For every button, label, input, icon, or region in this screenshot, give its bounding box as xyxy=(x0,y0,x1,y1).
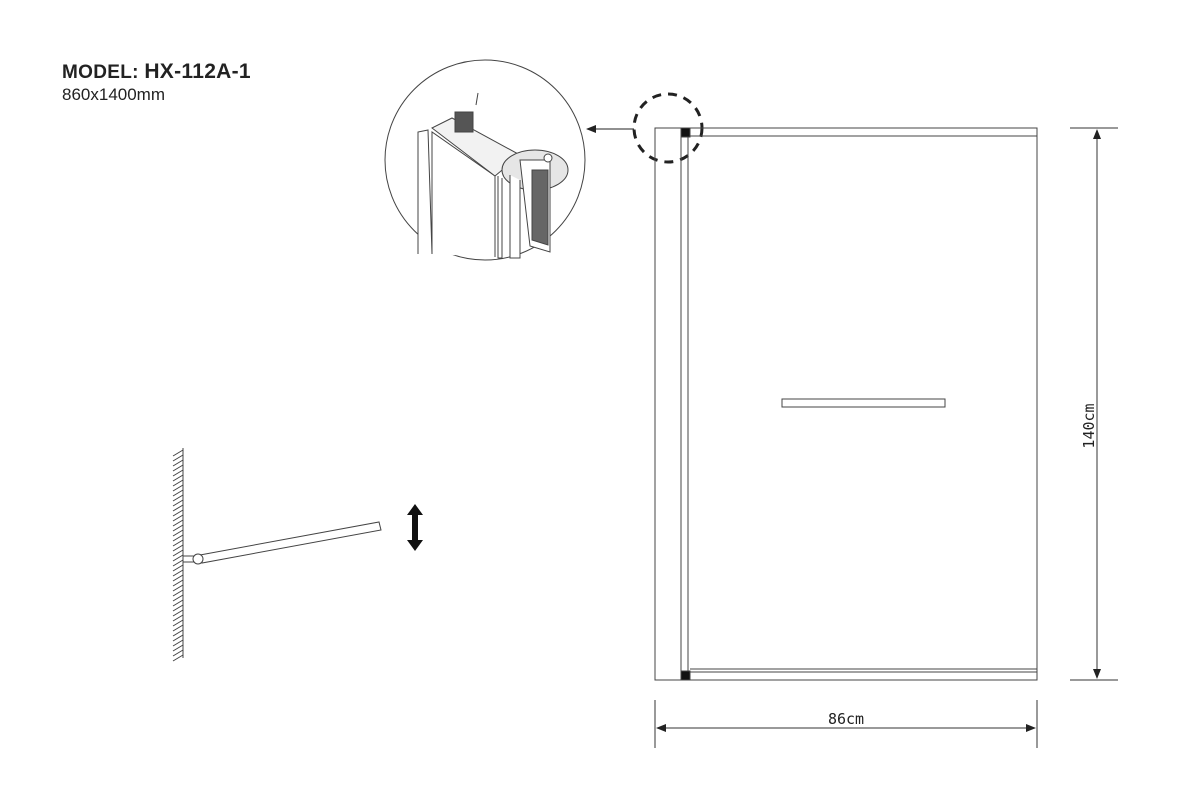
width-label: 86cm xyxy=(828,710,864,728)
wall-hatch-line xyxy=(172,534,184,542)
wall-hatch-line xyxy=(172,579,184,587)
wall-hatch-line xyxy=(172,629,184,637)
wall-hatch-line xyxy=(172,639,184,647)
wall-hatch-line xyxy=(172,459,184,467)
wall-hatch-line xyxy=(172,559,184,567)
wall-hatch-line xyxy=(172,524,184,532)
width-dimension xyxy=(654,700,1038,748)
wall-hatch-line xyxy=(172,619,184,627)
wall-hatch-line xyxy=(172,504,184,512)
wall-hatch-line xyxy=(172,514,184,522)
wall-hatch-line xyxy=(172,599,184,607)
panel-front-elevation xyxy=(654,127,1038,681)
height-dimension xyxy=(1070,127,1118,681)
wall-hatch-line xyxy=(172,484,184,492)
wall-hatch-line xyxy=(172,564,184,572)
model-line: MODEL: HX-112A-1 xyxy=(62,60,251,84)
height-label: 140cm xyxy=(1080,403,1098,448)
wall-hatch-line xyxy=(172,519,184,527)
wall-hatch-line xyxy=(172,539,184,547)
wall-hatch-line xyxy=(172,479,184,487)
swing-double-arrow-icon xyxy=(407,504,423,551)
wall-hatch-line xyxy=(172,464,184,472)
wall-hatch-line xyxy=(172,634,184,642)
wall-hatch-line xyxy=(172,529,184,537)
door-plan-view xyxy=(183,521,382,565)
wall-hatch-line xyxy=(172,649,184,657)
wall-hatch-line xyxy=(172,499,184,507)
wall-hatch-line xyxy=(172,584,184,592)
profile-detail-view xyxy=(384,59,586,261)
wall-section xyxy=(172,448,184,662)
wall-hatch-line xyxy=(172,609,184,617)
wall-hatch-line xyxy=(172,469,184,477)
wall-hatch-line xyxy=(172,569,184,577)
wall-hatch-line xyxy=(172,589,184,597)
wall-hatch-line xyxy=(172,624,184,632)
wall-hatch-line xyxy=(172,554,184,562)
wall-hatch-line xyxy=(172,654,184,662)
wall-hatch-line xyxy=(172,604,184,612)
wall-hatch-line xyxy=(172,474,184,482)
wall-hatch-line xyxy=(172,614,184,622)
model-code: HX-112A-1 xyxy=(144,60,251,83)
handle-bar xyxy=(781,398,946,408)
wall-hatch-line xyxy=(172,454,184,462)
wall-hatch-line xyxy=(172,574,184,582)
wall-hatch-line xyxy=(172,594,184,602)
wall-hatch-line xyxy=(172,494,184,502)
title-block: MODEL: HX-112A-1 860x1400mm xyxy=(62,60,251,105)
wall-hatch-line xyxy=(172,489,184,497)
wall-hatch-line xyxy=(172,544,184,552)
wall-hatch-line xyxy=(172,549,184,557)
wall-hatch-line xyxy=(172,644,184,652)
wall-hatch-line xyxy=(172,449,184,457)
wall-hatch-line xyxy=(172,509,184,517)
model-dimensions: 860x1400mm xyxy=(62,85,166,104)
model-label: MODEL: xyxy=(62,62,139,83)
